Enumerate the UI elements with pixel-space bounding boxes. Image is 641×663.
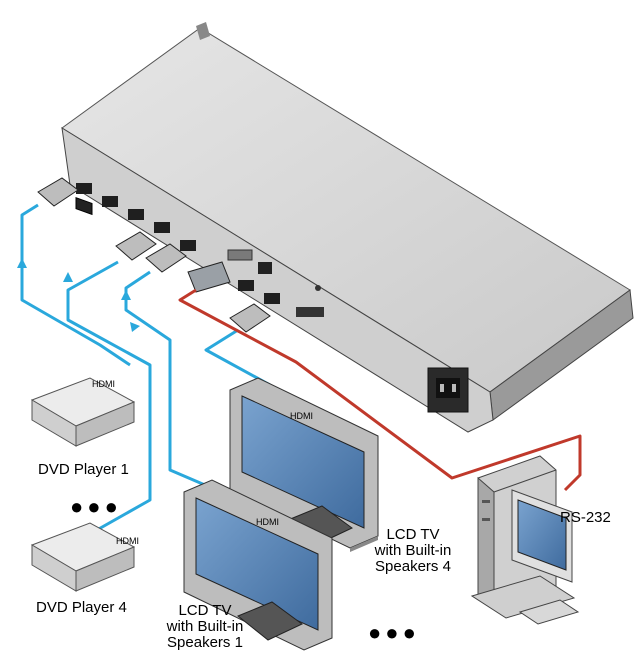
lcd-tv-4-label: LCD TV with Built-in Speakers 4 bbox=[358, 527, 468, 574]
hdmi-label-tv1: HDMI bbox=[256, 517, 279, 527]
displays-ellipsis: ●●● bbox=[368, 620, 420, 645]
hdmi-port-in-1 bbox=[75, 196, 93, 216]
port-panel bbox=[76, 183, 324, 317]
hdmi-port-1 bbox=[76, 183, 92, 194]
cable-dvd1 bbox=[20, 203, 131, 367]
dvd-player-4-label: DVD Player 4 bbox=[36, 599, 127, 616]
reset-button bbox=[315, 285, 321, 291]
tv1-line1: LCD TV bbox=[178, 602, 232, 619]
tv4-line3: Speakers 4 bbox=[375, 557, 451, 575]
hdmi-port-5 bbox=[180, 240, 196, 251]
db9-plug bbox=[187, 261, 231, 293]
power-socket bbox=[427, 367, 469, 413]
matrix-switcher bbox=[61, 22, 634, 433]
hdmi-input-ports bbox=[75, 196, 93, 216]
cable-tv1 bbox=[124, 270, 241, 502]
hdmi-port-2 bbox=[102, 196, 118, 207]
tv4-line1: LCD TV bbox=[386, 526, 440, 543]
rs232-label: RS-232 bbox=[560, 509, 611, 526]
ethernet-port bbox=[258, 262, 272, 274]
hdmi-label-dvd4: HDMI bbox=[116, 536, 139, 546]
hdmi-port-3 bbox=[128, 209, 144, 220]
hdmi-plugs bbox=[37, 177, 271, 333]
plug-1 bbox=[37, 177, 79, 207]
hdmi-logo bbox=[296, 307, 324, 317]
hdmi-port-4 bbox=[154, 222, 170, 233]
dvd-player-1-label: DVD Player 1 bbox=[38, 461, 129, 478]
plug-2 bbox=[115, 231, 157, 261]
plug-4 bbox=[229, 303, 271, 333]
hdmi-out-port-2 bbox=[264, 293, 280, 304]
tv1-line3: Speakers 1 bbox=[167, 633, 243, 651]
hdmi-out-port-1 bbox=[238, 280, 254, 291]
tv1-line2: with Built-in bbox=[166, 617, 244, 635]
cable-dvd4 bbox=[57, 260, 152, 554]
pc-computer bbox=[470, 455, 580, 625]
rs232-cable bbox=[178, 288, 582, 492]
lcd-tv-1-label: LCD TV with Built-in Speakers 1 bbox=[150, 603, 260, 650]
sources-ellipsis: ●●● bbox=[70, 494, 122, 519]
lcd-tv-4 bbox=[229, 377, 379, 552]
hdmi-label-tv4: HDMI bbox=[290, 411, 313, 421]
cable-tv4 bbox=[204, 328, 271, 387]
db9-port bbox=[227, 249, 253, 261]
dvd-player-1 bbox=[30, 377, 136, 447]
tv4-line2: with Built-in bbox=[374, 541, 452, 559]
plug-3 bbox=[145, 243, 187, 273]
hdmi-label-dvd1: HDMI bbox=[92, 379, 115, 389]
hdmi-cables bbox=[20, 203, 271, 554]
dvd-player-4 bbox=[30, 522, 136, 592]
lcd-tv-1 bbox=[183, 479, 333, 651]
